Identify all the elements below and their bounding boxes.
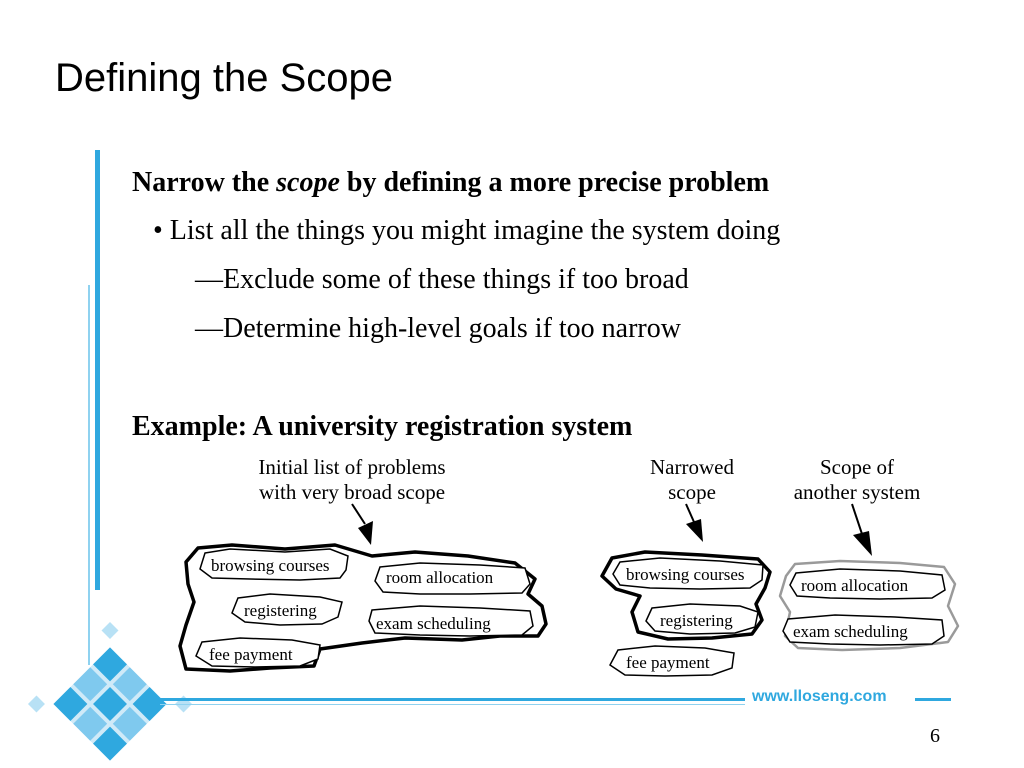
arrow-narrowed-scope <box>685 503 703 542</box>
narrowed-scope-outline <box>600 550 772 641</box>
heading-emphasis: scope <box>276 167 340 198</box>
accent-bar <box>95 150 100 590</box>
page-number: 6 <box>930 725 940 747</box>
blob-label-room-allocation: room allocation <box>386 568 494 587</box>
blob-label-registering-narrowed: registering <box>660 611 733 630</box>
accent-bar-thin <box>88 285 90 665</box>
footer-url: www.lloseng.com <box>752 688 887 705</box>
arrow-other-system <box>851 503 872 556</box>
heading-pre: Narrow the <box>132 167 277 198</box>
blob-fee-payment-outside <box>609 645 735 677</box>
caption-line: with very broad scope <box>258 480 446 504</box>
caption-other-system: Scope of another system <box>772 455 942 505</box>
sub-bullet-goals: —Determine high-level goals if too narro… <box>195 313 681 344</box>
footer-line <box>160 698 745 701</box>
blob-room-allocation-other <box>789 568 946 600</box>
footer-line-thin <box>160 704 745 705</box>
blob-label-room-allocation-other: room allocation <box>801 576 909 595</box>
caption-line: Scope of <box>819 455 895 479</box>
broad-scope-outline <box>178 543 548 673</box>
caption-line: Initial list of problems <box>258 455 446 479</box>
sub-bullet-exclude: —Exclude some of these things if too bro… <box>195 264 689 295</box>
blob-exam-scheduling-other <box>782 614 945 646</box>
blob-label-fee-payment-outside: fee payment <box>626 653 710 672</box>
blob-browsing-courses <box>199 548 349 581</box>
blob-room-allocation <box>374 562 531 595</box>
blob-label-browsing-courses-narrowed: browsing courses <box>626 565 745 584</box>
blob-label-exam-scheduling-other: exam scheduling <box>793 622 908 641</box>
blob-label-registering: registering <box>244 601 317 620</box>
bullet-item: • List all the things you might imagine … <box>153 215 781 246</box>
caption-line: Narrowed <box>650 455 734 479</box>
blob-label-exam-scheduling: exam scheduling <box>376 614 491 633</box>
blob-label-fee-payment: fee payment <box>209 645 293 664</box>
blob-label-browsing-courses: browsing courses <box>211 556 330 575</box>
caption-line: scope <box>668 480 716 504</box>
blob-browsing-courses-narrowed <box>612 557 764 590</box>
blob-registering-narrowed <box>645 603 759 635</box>
heading-post: by defining a more precise problem <box>339 167 770 198</box>
decorative-diamond-logo <box>27 621 193 761</box>
footer-line-right <box>915 698 951 701</box>
other-system-outline <box>778 559 960 652</box>
caption-broad-scope: Initial list of problems with very broad… <box>232 455 472 505</box>
slide-title: Defining the Scope <box>55 56 394 100</box>
blob-registering <box>231 593 343 626</box>
heading: Narrow the scope by defining a more prec… <box>132 166 769 200</box>
blob-exam-scheduling <box>368 605 534 637</box>
blob-fee-payment <box>195 637 321 668</box>
caption-line: another system <box>793 480 921 504</box>
arrow-broad-scope <box>351 503 373 545</box>
example-heading: Example: A university registration syste… <box>132 411 633 442</box>
caption-narrowed-scope: Narrowed scope <box>622 455 762 505</box>
